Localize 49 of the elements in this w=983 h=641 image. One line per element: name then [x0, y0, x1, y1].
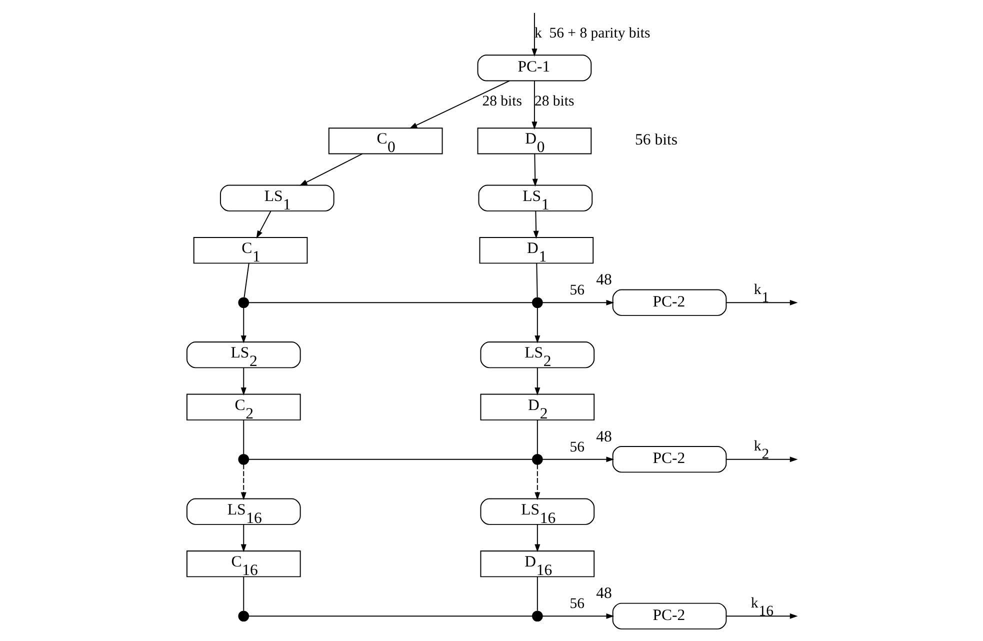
node-box: PC-1 [476, 54, 592, 82]
arrow [408, 80, 510, 129]
arrow [534, 307, 540, 344]
connector [243, 262, 249, 298]
connector [242, 576, 244, 612]
arrow [534, 367, 540, 396]
node-circle [238, 610, 249, 622]
node-circle [532, 610, 542, 622]
connector [248, 458, 532, 460]
arrow [725, 456, 798, 462]
arrow [541, 613, 614, 619]
edge-label: 28 bits [482, 93, 522, 110]
node-label: 48 [596, 428, 612, 446]
arrow [531, 12, 537, 57]
node-circle [532, 297, 542, 308]
connector [248, 616, 532, 617]
arrow [240, 307, 246, 344]
label: 56 bits [634, 132, 678, 149]
node-circle [532, 454, 542, 465]
arrow [532, 153, 538, 187]
connector [536, 420, 538, 454]
arrow [541, 300, 614, 306]
arrow [256, 210, 271, 239]
arrow [541, 456, 614, 462]
node-label: 48 [596, 272, 612, 289]
arrow [534, 464, 540, 500]
connector [242, 420, 244, 454]
connector [536, 262, 538, 298]
node-box: PC-2 [612, 289, 726, 316]
node-box: PC-2 [612, 602, 726, 630]
connector [536, 576, 538, 612]
arrow [298, 153, 362, 186]
arrow [240, 464, 246, 500]
arrow [534, 524, 540, 552]
node-box: PC-2 [612, 446, 726, 473]
arrow [725, 613, 798, 619]
edge-label: 28 bits [534, 93, 574, 110]
connector [248, 302, 532, 304]
arrow [531, 80, 537, 130]
edge-label: 56 [569, 282, 584, 299]
arrow [532, 210, 538, 239]
arrow [725, 300, 798, 306]
edge-label: 56 [569, 596, 584, 612]
edge-label: 56 [569, 439, 584, 456]
node-label: 48 [596, 585, 612, 602]
arrow [240, 367, 246, 396]
node-circle [238, 454, 249, 465]
node-circle [238, 297, 249, 308]
arrow [240, 524, 246, 552]
